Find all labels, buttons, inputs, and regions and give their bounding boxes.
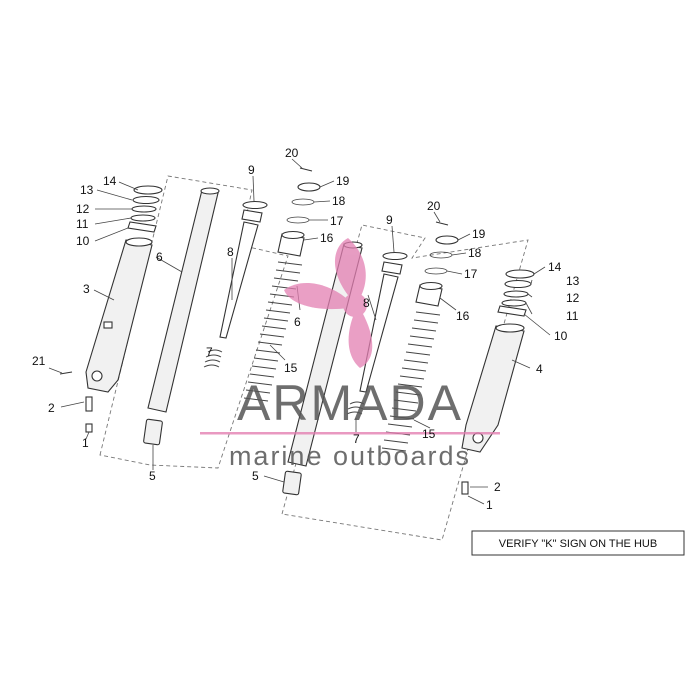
callout-label: 2: [494, 480, 501, 494]
callout-label: 20: [427, 199, 441, 213]
callout-labels: 14 13 12 11 10 3 6 21 2 1 5 9 8 20 19 18…: [32, 146, 580, 512]
callout-label: 9: [386, 213, 393, 227]
callout-label: 13: [566, 274, 580, 288]
part-1-plug: [85, 423, 93, 433]
part-12-seal-right: [503, 290, 529, 298]
callout-label: 5: [149, 469, 156, 483]
part-17-oring-right: [424, 267, 448, 275]
callout-label: 12: [566, 291, 580, 305]
part-3-fork-slider: [85, 239, 153, 393]
part-18-oring-left: [291, 198, 315, 206]
note-text: VERIFY "K" SIGN ON THE HUB: [499, 538, 657, 550]
part-10-bushing: [127, 221, 157, 233]
callout-label: 18: [332, 194, 346, 208]
part-20-circlip-right: [435, 221, 449, 226]
part-10-bushing-right: [497, 305, 527, 317]
part-19-cap-left: [297, 182, 321, 192]
part-3-mount-lug: [103, 321, 113, 329]
callout-label: 6: [156, 250, 163, 264]
part-4-slider-top: [495, 323, 525, 333]
propeller-blade-top: [334, 238, 366, 300]
callout-label: 2: [48, 401, 55, 415]
callout-label: 16: [456, 309, 470, 323]
propeller-blade-left: [284, 283, 348, 310]
callout-label: 13: [80, 183, 94, 197]
part-9-top-ring-right: [382, 251, 408, 261]
part-8-damper-rod-left: [219, 221, 259, 339]
part-15-main-spring-right: [381, 311, 441, 452]
callout-label: 17: [330, 214, 344, 228]
callout-label: 7: [353, 432, 360, 446]
callout-label: 19: [336, 174, 350, 188]
callout-label: 8: [363, 296, 370, 310]
callout-label: 3: [83, 282, 90, 296]
part-2-bolt: [85, 396, 93, 412]
note-box: VERIFY "K" SIGN ON THE HUB: [471, 530, 685, 556]
callout-label: 15: [284, 361, 298, 375]
part-14-cap-right: [505, 269, 535, 279]
part-20-circlip-left: [299, 167, 313, 172]
callout-label: 11: [566, 309, 579, 323]
callout-label: 12: [76, 202, 90, 216]
part-17-oring-left: [286, 216, 310, 224]
part-6-fork-tube-left: [147, 189, 219, 413]
part-13-ring-right: [504, 279, 532, 289]
callout-label: 6: [294, 315, 301, 329]
part-13-ring: [132, 195, 160, 205]
callout-label: 14: [548, 260, 562, 274]
right-seal-stack: [497, 269, 535, 317]
left-assembly-dashed-outline: [99, 175, 289, 469]
part-3-slider-top: [125, 237, 153, 247]
callout-label: 20: [285, 146, 299, 160]
part-9-top-ring-left: [242, 200, 268, 210]
watermark-tagline: marine outboards: [229, 441, 471, 471]
part-12-seal: [131, 205, 157, 213]
callout-label: 14: [103, 174, 117, 188]
callout-label: 10: [76, 234, 90, 248]
part-6-tube-top: [200, 187, 220, 195]
part-9-body-right: [381, 261, 403, 275]
propeller-blade-right: [348, 312, 373, 368]
callout-label: 19: [472, 227, 486, 241]
callout-label: 8: [227, 245, 234, 259]
watermark-brand: ARMADA: [237, 375, 463, 431]
callout-label: 7: [206, 345, 213, 359]
right-assembly-dashed-outline: [281, 224, 529, 541]
watermark-underline: [200, 432, 500, 435]
part-5-bush-left: [143, 418, 163, 446]
callout-label: 4: [536, 362, 543, 376]
part-11-clip: [130, 214, 156, 222]
part-7-small-spring-right: [346, 401, 365, 415]
callout-label: 16: [320, 231, 334, 245]
part-2-bolt-right: [461, 481, 469, 495]
part-3-axle-boss: [91, 370, 103, 382]
callout-label: 1: [486, 498, 493, 512]
propeller-logo-emblem: [284, 238, 373, 368]
part-11-clip-right: [501, 299, 527, 307]
part-4-fork-slider: [461, 325, 525, 453]
callout-label: 11: [76, 217, 89, 231]
part-16-top-right: [419, 281, 443, 291]
callout-label: 5: [252, 469, 259, 483]
note-box-frame: [471, 530, 685, 556]
callout-label: 18: [468, 246, 482, 260]
callout-label: 17: [464, 267, 478, 281]
part-15-main-spring-left: [243, 261, 303, 402]
callout-label: 1: [82, 436, 89, 450]
part-5-bush-right: [282, 470, 302, 496]
part-16-top-left: [281, 230, 305, 240]
part-14-cap: [133, 185, 163, 195]
part-9-body-left: [241, 209, 263, 223]
callout-label: 9: [248, 163, 255, 177]
propeller-hub: [343, 293, 367, 317]
part-7-small-spring-left: [203, 349, 223, 368]
callout-label: 15: [422, 427, 436, 441]
callout-label: 10: [554, 329, 568, 343]
callout-label: 21: [32, 354, 46, 368]
part-19-cap-right: [435, 235, 459, 245]
part-21-screw: [59, 371, 73, 375]
left-seal-stack: [127, 185, 163, 233]
